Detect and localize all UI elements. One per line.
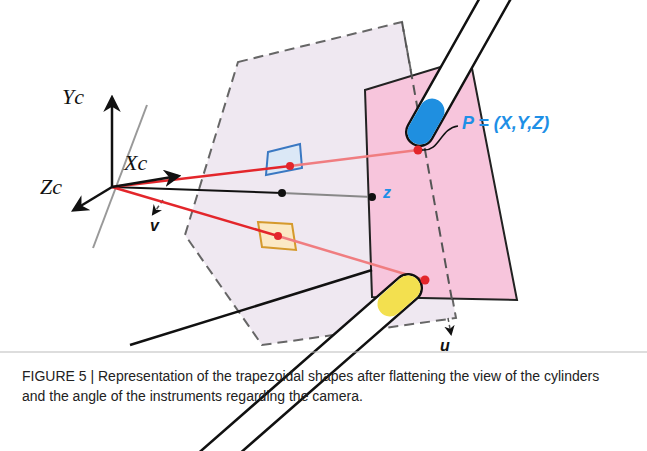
x-axis <box>112 176 178 187</box>
blue-instrument <box>420 0 500 132</box>
projection-dot <box>286 162 294 170</box>
axis-label: v <box>150 218 159 234</box>
tip-point <box>414 146 423 155</box>
yellow-trapezoid <box>258 222 296 250</box>
optical-axis-far <box>282 193 372 197</box>
figure-caption: FIGURE 5 | Representation of the trapezo… <box>22 366 622 407</box>
z-axis <box>74 187 112 210</box>
depth-point <box>368 193 376 201</box>
caption-rule <box>0 352 647 353</box>
point-label: P = (X,Y,Z) <box>462 114 549 132</box>
ray-yellow-far <box>278 236 425 280</box>
y-axis <box>111 98 114 187</box>
instrument-shaft <box>130 270 372 345</box>
axis-label: Xc <box>124 152 147 174</box>
u-axis-arrow <box>448 318 451 334</box>
ray-blue-far <box>290 150 418 166</box>
tip-point <box>421 276 430 285</box>
projection-dot <box>274 232 282 240</box>
blue-trapezoid <box>266 144 302 175</box>
axis-label: Zc <box>40 176 62 198</box>
ray-yellow-near <box>112 187 278 236</box>
depth-label: z <box>383 185 391 201</box>
axis-label: u <box>440 338 450 354</box>
leader-line <box>422 126 458 150</box>
axis-label: Yc <box>62 86 84 108</box>
camera-plane-line <box>93 105 147 248</box>
principal-point <box>278 189 286 197</box>
optical-axis <box>112 187 282 193</box>
